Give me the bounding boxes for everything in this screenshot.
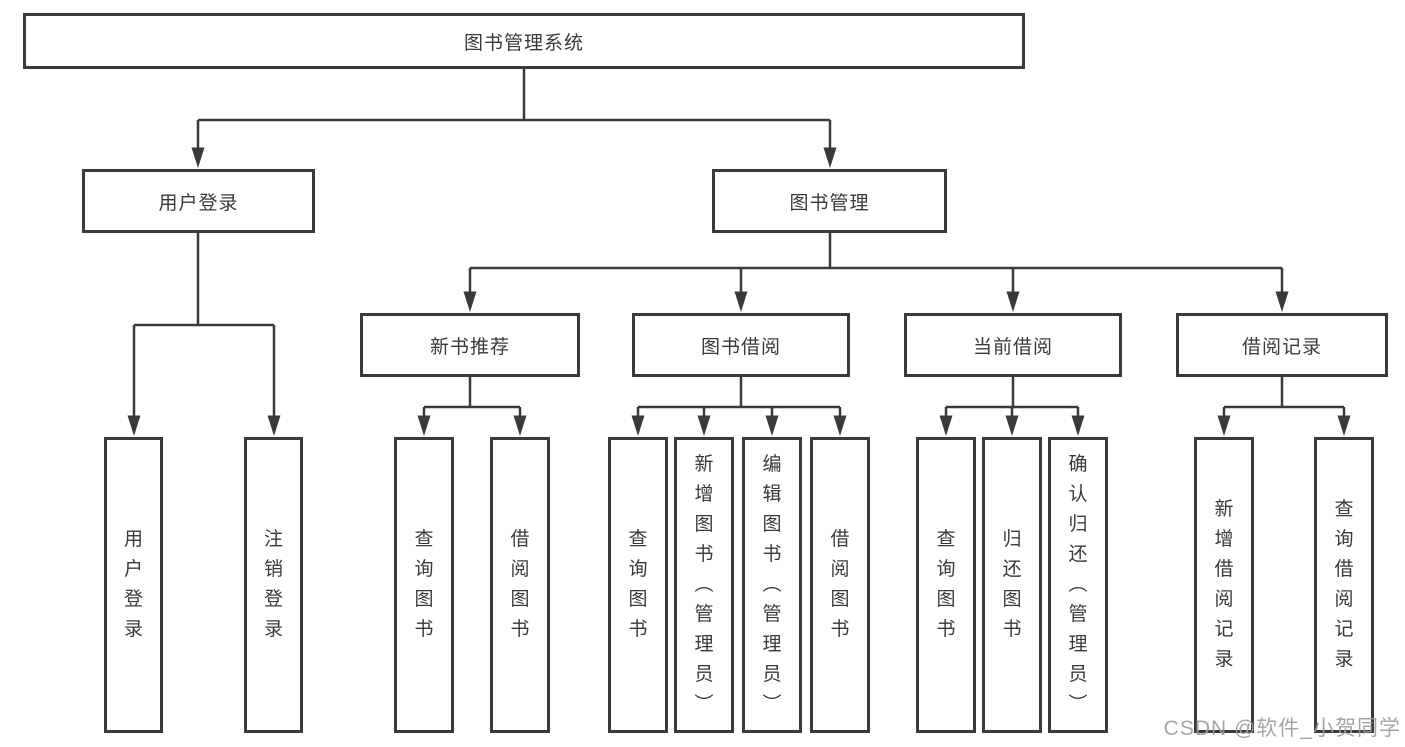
node-recommend-borrow-books: 借阅图书: [490, 437, 550, 733]
node-recommend-query-books: 查询图书: [394, 437, 454, 733]
node-label: 注销登录: [263, 529, 283, 640]
node-label: 编辑图书︵管理员︶: [762, 454, 782, 715]
node-label: 图书借阅: [700, 336, 781, 358]
node-return-books: 归还图书: [982, 437, 1042, 733]
connector-book-management-children: [463, 233, 1289, 312]
node-label: 新增借阅记录: [1214, 499, 1234, 670]
node-user-login-leaf: 用户登录: [104, 437, 163, 733]
node-label: 图书管理系统: [463, 32, 584, 54]
csdn-watermark: CSDN @软件_小贺同学: [1163, 717, 1401, 740]
node-label: 借阅图书: [830, 529, 850, 640]
node-label: 当前借阅: [972, 336, 1053, 358]
node-book-borrowing: 图书借阅: [632, 313, 850, 377]
node-current-borrowing: 当前借阅: [904, 313, 1122, 377]
node-borrowing-records: 借阅记录: [1176, 313, 1388, 377]
node-label: 借阅记录: [1241, 336, 1322, 358]
node-new-book-recommendation: 新书推荐: [360, 313, 580, 377]
node-label: 查询借阅记录: [1334, 499, 1354, 670]
node-current-query-books: 查询图书: [916, 437, 976, 733]
node-label: 确认归还︵管理员︶: [1068, 454, 1088, 715]
node-user-login: 用户登录: [82, 169, 315, 233]
connector-user-login-children: [127, 233, 281, 436]
node-query-borrow-record: 查询借阅记录: [1314, 437, 1374, 733]
node-borrowing-borrow-books: 借阅图书: [810, 437, 870, 733]
node-label: 新书推荐: [429, 336, 510, 358]
node-label: 图书管理: [789, 192, 870, 214]
node-label: 归还图书: [1002, 529, 1022, 640]
node-logout: 注销登录: [244, 437, 303, 733]
node-add-borrow-record: 新增借阅记录: [1194, 437, 1254, 733]
node-edit-books-admin: 编辑图书︵管理员︶: [742, 437, 802, 733]
node-library-management-system: 图书管理系统: [23, 13, 1025, 69]
node-book-management: 图书管理: [712, 169, 947, 233]
node-label: 查询图书: [628, 529, 648, 640]
node-confirm-return-admin: 确认归还︵管理员︶: [1048, 437, 1108, 733]
node-borrowing-query-books: 查询图书: [608, 437, 668, 733]
node-label: 查询图书: [936, 529, 956, 640]
node-add-books-admin: 新增图书︵管理员︶: [674, 437, 734, 733]
connector-root-to-level2: [191, 69, 837, 168]
connector-level3-children: [417, 377, 1351, 436]
node-label: 用户登录: [123, 529, 143, 640]
node-label: 借阅图书: [510, 529, 530, 640]
node-label: 查询图书: [414, 529, 434, 640]
node-label: 新增图书︵管理员︶: [694, 454, 714, 715]
node-label: 用户登录: [158, 192, 239, 214]
